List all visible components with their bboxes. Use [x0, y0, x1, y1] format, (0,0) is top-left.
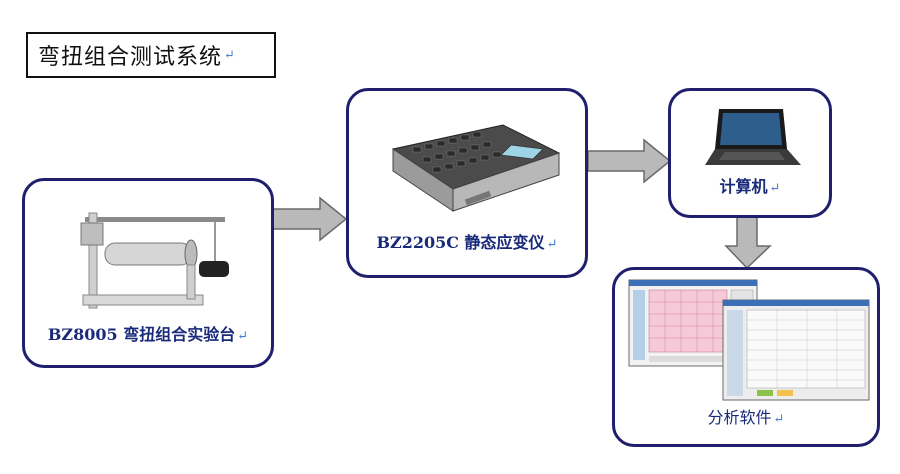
node-bending-torsion-bench: BZ8005 弯扭组合实验台↵	[22, 178, 274, 368]
computer-label: 计算机↵	[719, 177, 781, 196]
paragraph-mark: ↵	[224, 47, 235, 63]
bench-label: BZ8005 弯扭组合实验台↵	[47, 325, 249, 344]
arrow-strain-to-pc	[588, 138, 672, 184]
strain-meter-label: BZ2205C 静态应变仪↵	[376, 233, 558, 252]
arrow-bench-to-strain	[268, 196, 348, 242]
laptop-illustration	[705, 109, 801, 165]
node-analysis-software: 分析软件↵	[612, 267, 880, 447]
strain-meter-illustration	[391, 124, 561, 212]
bench-illustration	[80, 212, 229, 309]
arrow-pc-to-software	[724, 216, 772, 270]
software-label: 分析软件↵	[707, 408, 785, 427]
node-static-strain-meter: BZ2205C 静态应变仪↵	[346, 88, 588, 278]
title-box: 弯扭组合测试系统 ↵	[26, 32, 276, 78]
node-computer: 计算机↵	[668, 88, 832, 218]
diagram-title: 弯扭组合测试系统	[38, 45, 223, 70]
software-screenshot-illustration	[628, 279, 870, 401]
